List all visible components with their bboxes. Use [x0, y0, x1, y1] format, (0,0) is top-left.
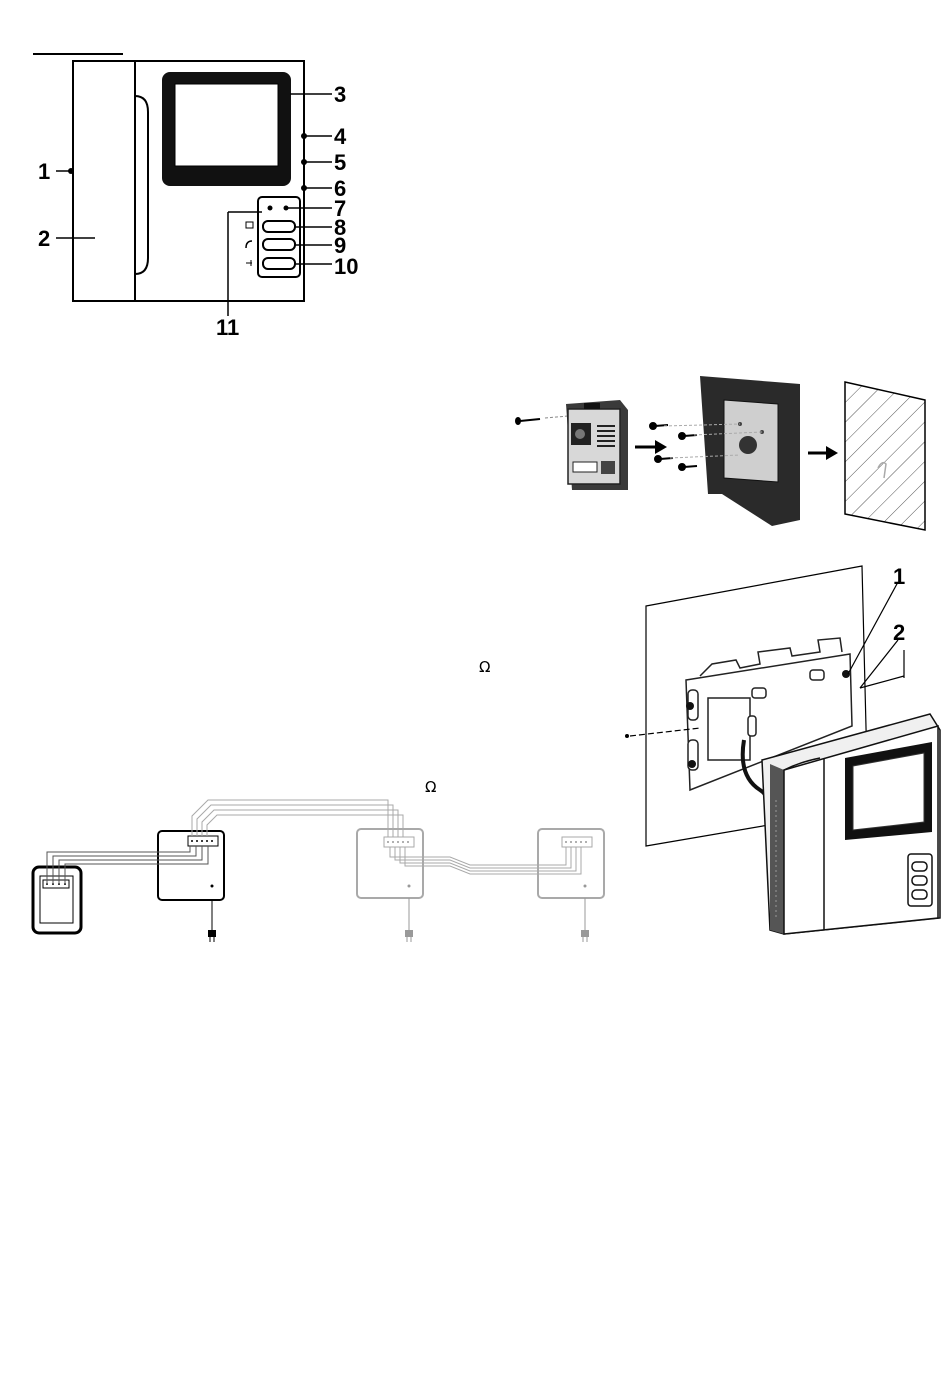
led-indicator-left	[268, 206, 273, 211]
wiring-diagram: Ω Ω	[33, 658, 604, 942]
wall-hatched	[845, 382, 925, 530]
assembly-guide-line	[545, 416, 568, 418]
monitor-front-diagram: 1 2 3 4 5 6 7 8 9 10 11	[33, 54, 358, 340]
screen-display	[175, 84, 278, 166]
callout-label: 2	[38, 226, 50, 251]
callout-label: 11	[216, 315, 239, 340]
callout-label: 2	[893, 620, 905, 645]
side-knob-5	[301, 159, 307, 165]
arrow-icon	[808, 446, 838, 460]
callout-label: 1	[38, 159, 50, 184]
monitor-wall-mount-diagram: 1 2	[625, 564, 940, 934]
door-station-unit	[33, 867, 81, 933]
callout-label: 10	[334, 254, 358, 279]
side-knob-4	[301, 133, 307, 139]
screw-icon	[842, 670, 850, 678]
screw-icon	[686, 702, 694, 710]
power-plug-icon	[581, 898, 589, 942]
power-plug-icon	[208, 900, 216, 942]
talk-button[interactable]	[263, 239, 295, 250]
callout-label: 3	[334, 82, 346, 107]
screw-icon	[625, 734, 629, 738]
resistance-symbol: Ω	[425, 778, 436, 796]
door-station-panel	[566, 400, 628, 490]
monitor-button[interactable]	[263, 221, 295, 232]
callout-label: 1	[893, 564, 905, 589]
resistance-symbol: Ω	[479, 658, 490, 676]
door-station-mounting-diagram	[515, 376, 925, 530]
screw-icon	[688, 760, 696, 768]
callout-label: 5	[334, 150, 346, 175]
arrow-icon	[635, 440, 667, 454]
screw-icon	[515, 417, 540, 425]
side-jack-1	[68, 168, 74, 174]
side-knob-6	[301, 185, 307, 191]
callout-label: 4	[334, 124, 347, 149]
power-plug-icon	[405, 898, 413, 942]
unlock-button[interactable]	[263, 258, 295, 269]
indoor-monitor-1	[158, 831, 224, 900]
rain-cover	[664, 376, 800, 526]
